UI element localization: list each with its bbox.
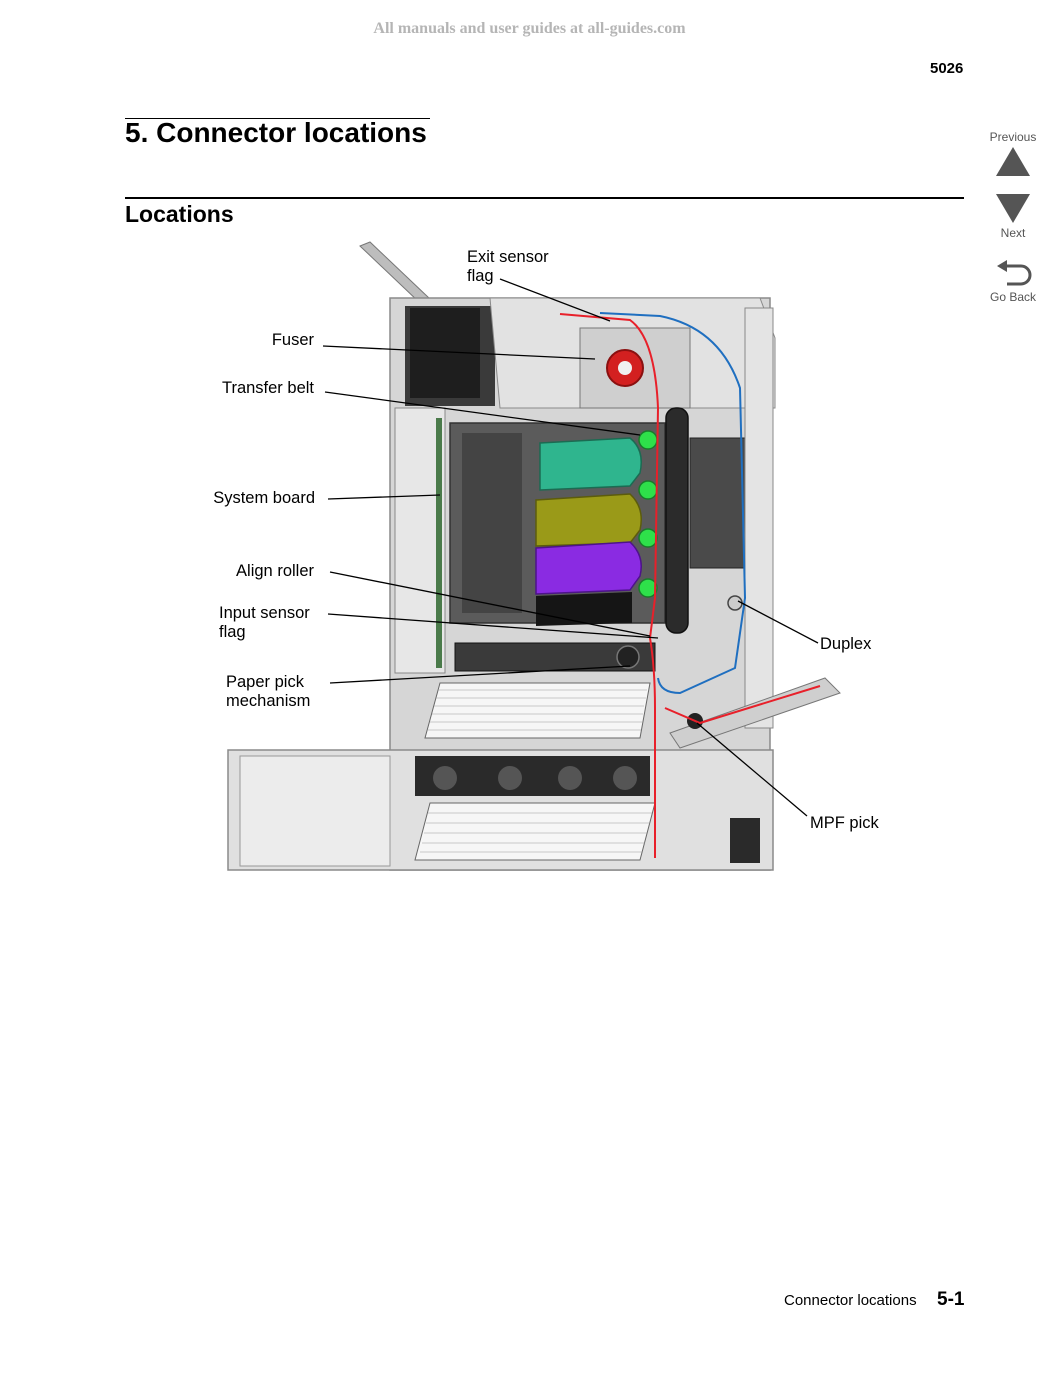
printer-diagram: Exit sensor flag Fuser Transfer belt Sys… [200, 238, 900, 883]
label-align-roller: Align roller [200, 562, 314, 581]
label-input-sensor-flag: Input sensor flag [219, 604, 310, 642]
model-number: 5026 [930, 60, 963, 77]
label-exit-sensor-flag: Exit sensor flag [467, 248, 549, 286]
previous-button[interactable]: Previous [982, 130, 1044, 178]
paper-pick-roller [617, 646, 639, 668]
label-mpf-pick: MPF pick [810, 814, 879, 833]
chapter-title: 5. Connector locations [125, 117, 427, 149]
next-label: Next [982, 226, 1044, 240]
footer-page-number: 5-1 [937, 1289, 964, 1311]
go-back-button[interactable]: Go Back [982, 260, 1044, 304]
cyan-cartridge [540, 438, 641, 490]
watermark: All manuals and user guides at all-guide… [0, 20, 1059, 38]
yellow-cartridge [536, 494, 641, 546]
system-board [436, 418, 442, 668]
previous-label: Previous [982, 130, 1044, 144]
return-arrow-icon [993, 260, 1033, 290]
label-transfer-belt: Transfer belt [200, 379, 314, 398]
label-paper-pick-mechanism: Paper pick mechanism [226, 673, 310, 711]
go-back-label: Go Back [982, 290, 1044, 304]
triangle-up-icon [994, 144, 1032, 178]
section-title: Locations [125, 201, 234, 228]
label-fuser: Fuser [200, 331, 314, 350]
transfer-belt [666, 408, 688, 633]
magenta-cartridge [536, 542, 641, 594]
section-rule [125, 197, 964, 199]
label-duplex: Duplex [820, 635, 871, 654]
label-system-board: System board [200, 489, 315, 508]
footer-section: Connector locations [784, 1292, 917, 1309]
duplex-roller [728, 596, 742, 610]
triangle-down-icon [994, 192, 1032, 226]
next-button[interactable]: Next [982, 192, 1044, 240]
